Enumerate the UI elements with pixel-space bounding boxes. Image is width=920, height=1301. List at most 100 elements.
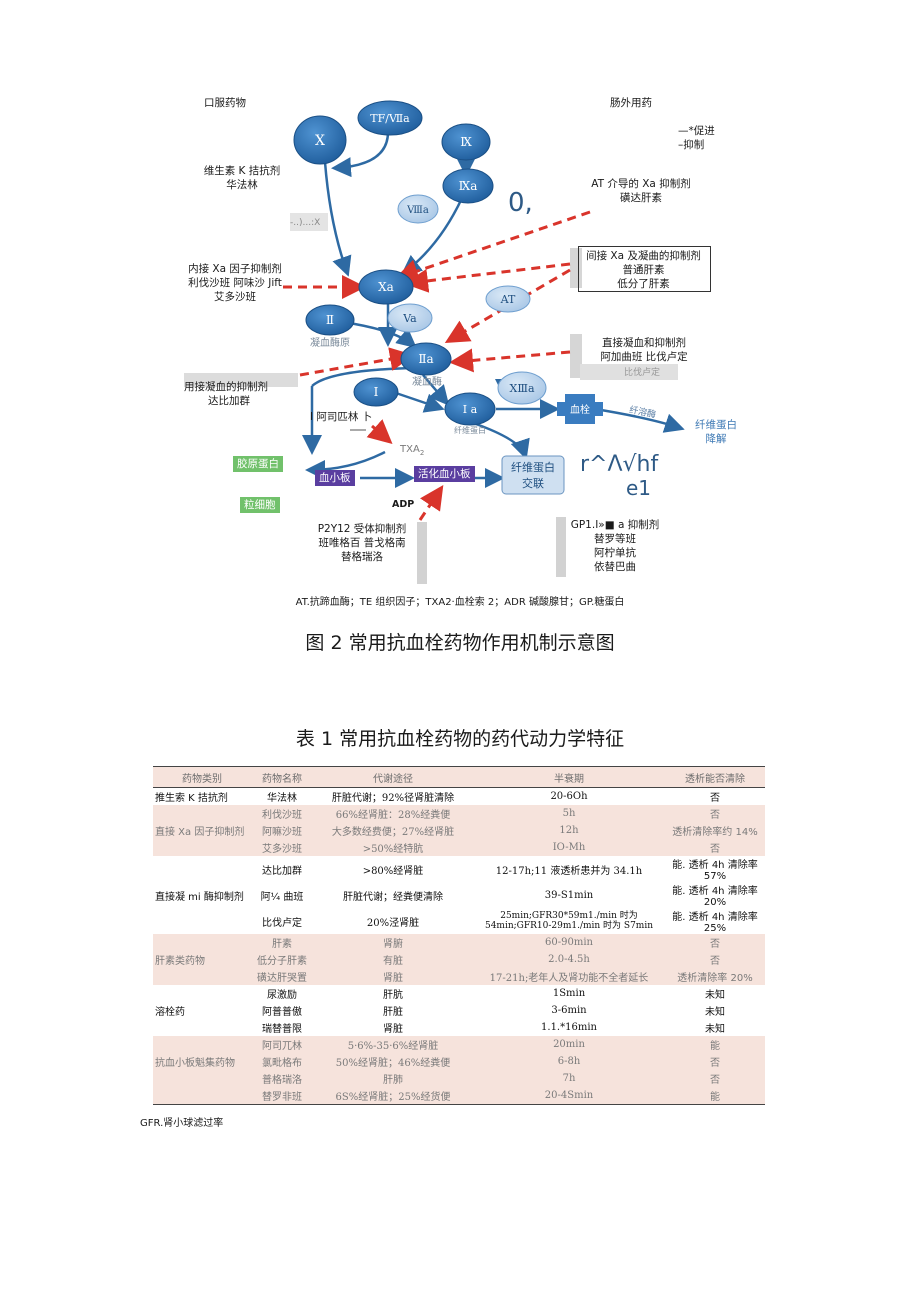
drug-cell: 普格瑞洛 [251, 1070, 313, 1087]
svg-text:Ⅱ: Ⅱ [326, 313, 334, 327]
halflife-cell: 60-90min [473, 934, 665, 951]
halflife-cell: IO-Mh [473, 839, 665, 856]
dialysis-cell: 否 [665, 839, 765, 856]
dialysis-cell: 能 [665, 1036, 765, 1053]
halflife-cell: 7h [473, 1070, 665, 1087]
direct-xa-label-2: 利伐沙班 阿味沙 Jift [188, 277, 282, 289]
route-cell: 大多数经费便；27%经肾脏 [313, 822, 473, 839]
prothrombin-label: 凝血酶原 [310, 336, 350, 349]
drug-cell: 华法林 [251, 787, 313, 805]
svg-text:Xa: Xa [378, 280, 394, 294]
direct-thrombin-oral-1: 用接凝血的抑制剂 [184, 381, 268, 393]
route-cell: 有脏 [313, 951, 473, 968]
category-cell: 推生索 K 拮抗剂 [153, 787, 251, 805]
at-xa-label-1: AT 介导的 Xa 抑制剂 [591, 178, 691, 190]
route-cell: 肾脏 [313, 1019, 473, 1036]
category-cell: 直接凝 mi 酶抑制剂 [153, 882, 251, 908]
indirect-label-3: 低分了肝素 [617, 278, 670, 290]
halflife-cell: 1.1.*16min [473, 1019, 665, 1036]
at-xa-label-2: 磺达肝素 [620, 192, 662, 204]
dialysis-cell: 未知 [665, 985, 765, 1002]
direct-thrombin-parenteral-1: 直接凝血和抑制剂 [602, 337, 686, 349]
svg-text:AT: AT [500, 293, 516, 306]
parenteral-drugs-label: 肠外用药 [610, 97, 652, 109]
dialysis-cell: 否 [665, 805, 765, 822]
svg-text:血栓: 血栓 [570, 403, 590, 416]
plasmin-label: 纤溶酶 [628, 403, 657, 420]
gp-label-2: 替罗等班 [594, 533, 636, 545]
node-iia: Ⅱa [400, 342, 452, 376]
route-cell: 肾脏 [313, 968, 473, 985]
svg-text:I a: I a [463, 403, 478, 416]
svg-text:交联: 交联 [522, 476, 544, 490]
table-footnote: GFR.肾小球滤过率 [140, 1118, 224, 1129]
drug-cell: 比伐卢定 [251, 908, 313, 934]
route-cell: >50%经特肮 [313, 839, 473, 856]
svg-text:I: I [374, 385, 379, 399]
drug-cell: 利伐沙班 [251, 805, 313, 822]
category-cell [153, 839, 251, 856]
warfarin-label: 华法林 [226, 179, 258, 191]
gp-label-4: 依替巴曲 [594, 561, 636, 573]
halflife-cell: 20-4Smin [473, 1087, 665, 1105]
category-cell [153, 1087, 251, 1105]
category-cell: 抗血小板魁集药物 [153, 1053, 251, 1070]
p2y12-label-2: 班唯格百 普戈格南 [318, 537, 406, 549]
dialysis-cell: 能. 透析 4h 清除率 20% [665, 882, 765, 908]
halflife-cell: 12h [473, 822, 665, 839]
drug-cell: 阿¼ 曲班 [251, 882, 313, 908]
halflife-cell: 6-8h [473, 1053, 665, 1070]
garbled-glyphs: r^Λ√hf [580, 452, 659, 477]
indirect-box [578, 246, 711, 292]
pk-table: 药物类别 药物名称 代谢途径 半衰期 透析能否清除 推生索 K 拮抗剂华法林肝脏… [153, 766, 765, 1105]
node-x: X [293, 115, 347, 165]
activated-platelet-tag: 活化血小板 [414, 466, 475, 482]
direct-thrombin-cut: 比伐卢定 [624, 368, 661, 378]
thrombin-label: 凝血酶 [412, 375, 442, 388]
dialysis-cell: 未知 [665, 1002, 765, 1019]
node-ixa: Ⅸa [442, 168, 494, 204]
category-cell [153, 968, 251, 985]
svg-text:Va: Va [402, 312, 417, 325]
drug-cell: 阿司兀林 [251, 1036, 313, 1053]
pk-table-header: 药物类别 药物名称 代谢途径 半衰期 透析能否清除 [153, 766, 765, 788]
dialysis-cell: 透析清除率 20% [665, 968, 765, 985]
node-ii: Ⅱ [305, 304, 355, 336]
route-cell: 6S%经肾脏；25%经货便 [313, 1087, 473, 1105]
svg-text:Ⅷa: Ⅷa [406, 205, 429, 216]
dialysis-cell: 能. 透析 4h 清除率 25% [665, 908, 765, 934]
halflife-cell: 25min;GFR30*59m1./min 时为 54min;GFR10-29m… [473, 908, 665, 934]
mechanism-diagram: X TF/Ⅶa Ⅸ Ⅸa Ⅷa Xa Ⅱ Va AT 凝血酶原 Ⅱa 凝血酶 I [184, 100, 685, 584]
category-cell: 直接 Xa 因子抑制剂 [153, 822, 251, 839]
route-cell: 20%泾肾脏 [313, 908, 473, 934]
vitk-antagonist-label: 维生素 K 拮抗剂 [203, 165, 281, 177]
indirect-label-2: 普通肝素 [622, 264, 665, 276]
category-cell [153, 805, 251, 822]
drug-cell: 磺达肝哭置 [251, 968, 313, 985]
node-xa: Xa [358, 269, 414, 305]
header-dialysis: 透析能否清除 [665, 766, 765, 788]
drug-cell: 肝素 [251, 934, 313, 951]
fibrin-crosslink-box: 纤维蛋白 交联 [501, 455, 565, 495]
legend-inhibit: –抑制 [678, 139, 705, 151]
svg-text:Ⅸa: Ⅸa [459, 179, 478, 193]
dialysis-cell: 否 [665, 1053, 765, 1070]
node-tf-viia: TF/Ⅶa [357, 100, 423, 136]
figure-caption: 图 2 常用抗血栓药物作用机制示意图 [305, 632, 615, 654]
txa2-label: TXA2 [399, 444, 424, 457]
node-ia: I a [444, 392, 496, 426]
halflife-cell: 20min [473, 1036, 665, 1053]
svg-text:X: X [315, 133, 325, 149]
drug-cell: 瑞替普限 [251, 1019, 313, 1036]
